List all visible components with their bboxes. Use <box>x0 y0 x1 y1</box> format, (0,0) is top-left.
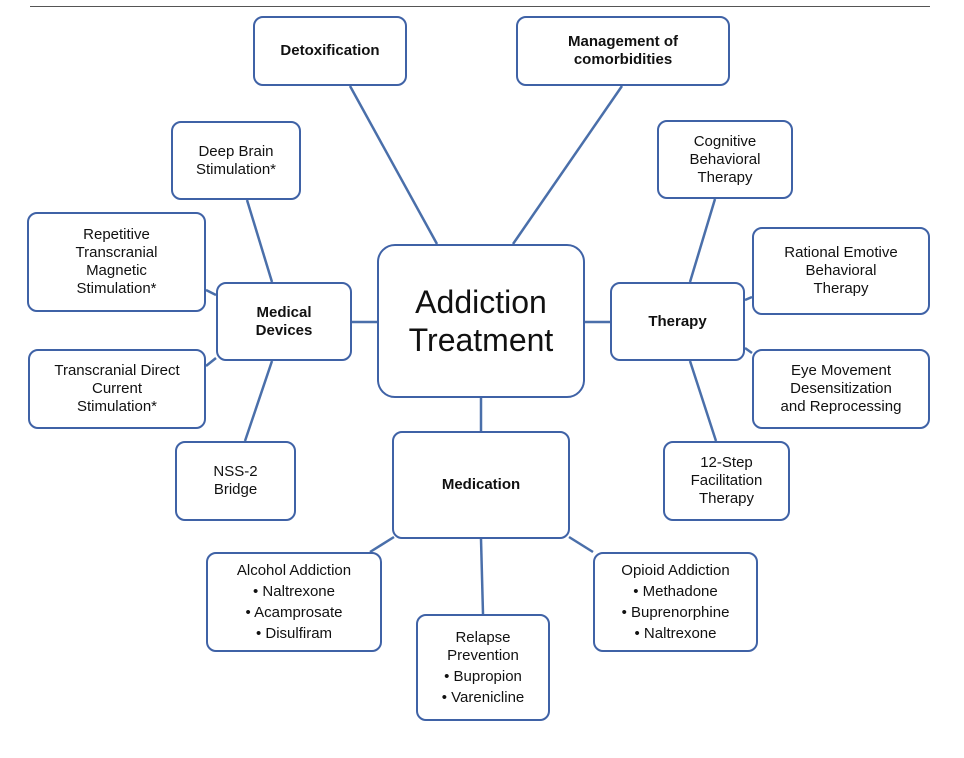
category-detoxification: Detoxification <box>253 16 407 86</box>
link-devices-dbs <box>245 199 274 283</box>
medication-item: • Buprenorphine <box>621 603 730 621</box>
link-devices-nss <box>243 360 274 442</box>
medication-opioid-addiction: Opioid Addiction • Methadone • Buprenorp… <box>593 552 758 652</box>
category-label: comorbidities <box>573 51 673 68</box>
link-therapy-cbt <box>688 198 717 283</box>
medication-item: • Naltrexone <box>253 582 335 600</box>
therapy-rational-emotive-behavioral: Rational Emotive Behavioral Therapy <box>752 227 930 315</box>
device-line: Current <box>91 380 143 397</box>
device-line: Transcranial <box>75 244 158 261</box>
link-med-alcohol <box>369 535 395 554</box>
link-hub-detox <box>348 85 439 245</box>
therapy-eye-movement-desensitization: Eye Movement Desensitization and Reproce… <box>752 349 930 429</box>
hub-line: Treatment <box>408 322 554 358</box>
therapy-12-step-facilitation: 12-Step Facilitation Therapy <box>663 441 790 521</box>
therapy-line: Cognitive <box>693 132 757 150</box>
therapy-cognitive-behavioral: Cognitive Behavioral Therapy <box>657 120 793 199</box>
therapy-line: Behavioral <box>689 150 761 168</box>
device-line: Transcranial Direct <box>54 362 180 379</box>
link-devices-tdcs <box>205 357 217 367</box>
medication-title: Opioid Addiction <box>621 561 730 579</box>
therapy-line: Facilitation <box>690 472 763 489</box>
therapy-line: Therapy <box>813 280 869 297</box>
link-med-relapse <box>479 538 485 615</box>
device-line: Stimulation* <box>76 280 157 297</box>
therapy-line: Desensitization <box>790 380 892 397</box>
therapy-line: Therapy <box>697 168 753 186</box>
category-label: Devices <box>255 321 313 339</box>
top-rule <box>30 6 930 7</box>
category-label: Medication <box>441 476 521 493</box>
category-medical-devices: Medical Devices <box>216 282 352 361</box>
medication-item: • Bupropion <box>444 667 522 685</box>
link-therapy-12step <box>688 360 718 442</box>
category-label: Therapy <box>648 312 707 330</box>
therapy-line: 12-Step <box>700 454 753 471</box>
therapy-line: Eye Movement <box>790 362 892 379</box>
category-therapy: Therapy <box>610 282 745 361</box>
medication-item: • Acamprosate <box>245 603 343 621</box>
hub-addiction-treatment: Addiction Treatment <box>377 244 585 398</box>
medication-title: Relapse Prevention <box>447 628 519 664</box>
device-line: NSS-2 <box>213 463 258 480</box>
medication-item: • Naltrexone <box>634 624 717 642</box>
device-line: Magnetic <box>86 262 147 279</box>
device-line: Bridge <box>213 481 258 498</box>
medication-title: Alcohol Addiction <box>236 561 352 579</box>
link-devices-rtms <box>205 288 217 297</box>
device-nss-2-bridge: NSS-2 Bridge <box>175 441 296 521</box>
device-line: Deep Brain <box>198 142 274 160</box>
device-line: Repetitive <box>83 226 150 243</box>
device-line: Stimulation* <box>195 160 277 178</box>
therapy-line: Rational Emotive <box>784 244 898 261</box>
category-medication: Medication <box>392 431 570 539</box>
therapy-line: Behavioral <box>805 262 877 279</box>
hub-line: Addiction <box>415 284 547 320</box>
device-repetitive-tms: Repetitive Transcranial Magnetic Stimula… <box>27 212 206 312</box>
link-therapy-emdr <box>744 346 753 355</box>
therapy-line: and Reprocessing <box>780 398 902 415</box>
device-deep-brain-stimulation: Deep Brain Stimulation* <box>171 121 301 200</box>
device-transcranial-direct-current: Transcranial Direct Current Stimulation* <box>28 349 206 429</box>
link-med-opioid <box>568 535 594 554</box>
medication-relapse-prevention: Relapse Prevention • Bupropion • Varenic… <box>416 614 550 721</box>
medication-item: • Disulfiram <box>255 624 333 642</box>
device-line: Stimulation* <box>76 398 158 415</box>
therapy-line: Therapy <box>698 490 755 507</box>
category-label: Detoxification <box>280 42 380 59</box>
medication-alcohol-addiction: Alcohol Addiction • Naltrexone • Acampro… <box>206 552 382 652</box>
category-label: Management of <box>567 33 678 50</box>
medication-item: • Varenicline <box>441 688 525 706</box>
category-label: Medical <box>256 303 312 321</box>
link-therapy-rebt <box>744 295 753 302</box>
medication-item: • Methadone <box>633 582 718 600</box>
link-hub-comorbid <box>511 85 624 245</box>
category-management-of-comorbidities: Management of comorbidities <box>516 16 730 86</box>
